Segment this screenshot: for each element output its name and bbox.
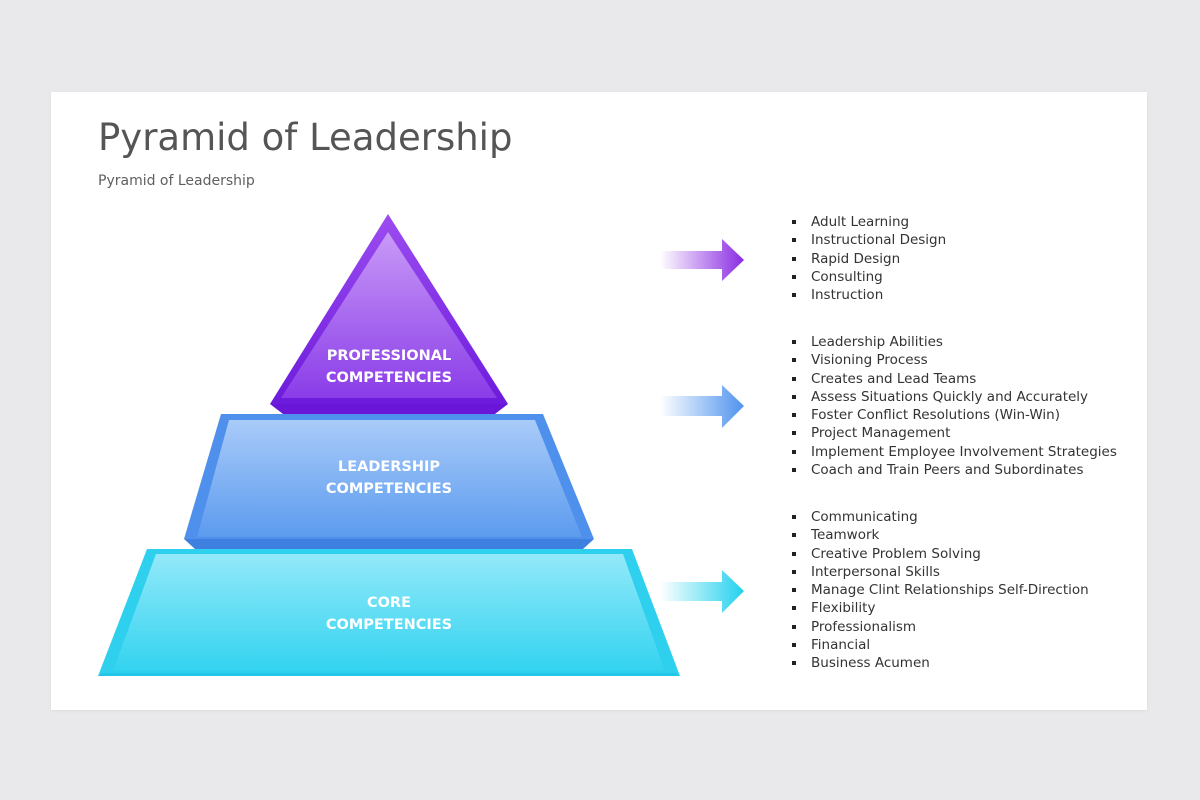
tier-professional: [270, 214, 508, 414]
list-item: Consulting: [789, 268, 946, 286]
list-item: Visioning Process: [789, 351, 1117, 369]
list-item: Creative Problem Solving: [789, 545, 1089, 563]
list-item: Project Management: [789, 424, 1117, 442]
list-item: Interpersonal Skills: [789, 563, 1089, 581]
tier-label-professional-line2: COMPETENCIES: [326, 370, 452, 386]
bullet-list-core: Communicating Teamwork Creative Problem …: [789, 508, 1089, 673]
list-item: Flexibility: [789, 599, 1089, 617]
list-item: Creates and Lead Teams: [789, 370, 1117, 388]
list-item: Leadership Abilities: [789, 333, 1117, 351]
list-item: Professionalism: [789, 618, 1089, 636]
tier-label-core-line2: COMPETENCIES: [326, 617, 452, 633]
tier-core: [98, 549, 680, 676]
arrow-leadership-icon: [660, 385, 744, 428]
list-item: Adult Learning: [789, 213, 946, 231]
list-item: Communicating: [789, 508, 1089, 526]
list-item: Instruction: [789, 286, 946, 304]
tier-label-core-line1: CORE: [367, 595, 411, 611]
tier-leadership: [184, 414, 594, 549]
slide: Pyramid of Leadership Pyramid of Leaders…: [51, 92, 1147, 710]
pyramid-diagram: PROFESSIONAL COMPETENCIES LEADERSHIP COM…: [98, 214, 744, 676]
tier-label-leadership-line1: LEADERSHIP: [338, 459, 440, 475]
bullet-list-leadership: Leadership Abilities Visioning Process C…: [789, 333, 1117, 479]
list-item: Instructional Design: [789, 231, 946, 249]
list-item: Teamwork: [789, 526, 1089, 544]
list-item: Foster Conflict Resolutions (Win-Win): [789, 406, 1117, 424]
list-item: Implement Employee Involvement Strategie…: [789, 443, 1117, 461]
bullet-list-professional: Adult Learning Instructional Design Rapi…: [789, 213, 946, 304]
slide-subtitle: Pyramid of Leadership: [98, 173, 255, 189]
list-item: Coach and Train Peers and Subordinates: [789, 461, 1117, 479]
arrow-professional-icon: [660, 239, 744, 281]
slide-title: Pyramid of Leadership: [98, 116, 513, 159]
tier-label-professional-line1: PROFESSIONAL: [327, 348, 451, 364]
list-item: Assess Situations Quickly and Accurately: [789, 388, 1117, 406]
list-item: Rapid Design: [789, 250, 946, 268]
list-item: Business Acumen: [789, 654, 1089, 672]
list-item: Manage Clint Relationships Self-Directio…: [789, 581, 1089, 599]
arrow-core-icon: [660, 570, 744, 613]
list-item: Financial: [789, 636, 1089, 654]
tier-label-leadership-line2: COMPETENCIES: [326, 481, 452, 497]
